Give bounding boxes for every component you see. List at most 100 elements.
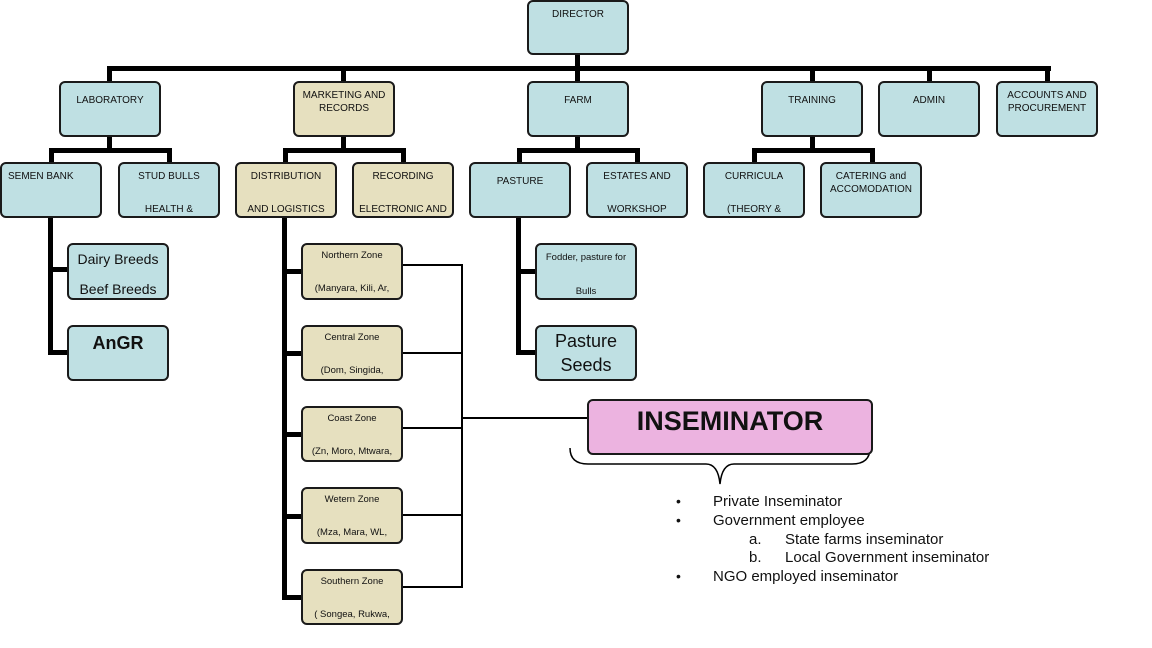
fodder-sublabel: Bulls: [575, 286, 597, 297]
admin-label: ADMIN: [912, 95, 946, 106]
northern-link: [402, 264, 463, 266]
zone-southern-box: Southern Zone ( Songea, Rukwa,: [301, 569, 403, 625]
marketing-drop: [341, 66, 346, 83]
seeds-branch: [516, 350, 537, 355]
estates-sublabel: WORKSHOP: [607, 204, 667, 215]
farm-box: FARM: [527, 81, 629, 137]
zone-name: Coast Zone: [327, 413, 377, 424]
recording-label: RECORDING: [372, 171, 434, 182]
angr-box: AnGR: [67, 325, 169, 381]
inseminator-brace: [569, 447, 871, 485]
training-unit-bus: [752, 148, 875, 153]
southern-branch: [282, 595, 303, 600]
training-drop: [810, 66, 815, 83]
fodder-branch: [516, 269, 537, 274]
laboratory-label: LABORATORY: [76, 95, 144, 106]
pasture-seeds-label: Pasture: [554, 331, 618, 351]
catering-drop: [870, 148, 875, 164]
distribution-stem: [282, 216, 287, 599]
semen-bank-drop: [49, 148, 54, 164]
marketing-unit-bus: [283, 148, 406, 153]
marketing-label: MARKETING AND RECORDS: [302, 90, 386, 114]
zone-name: Southern Zone: [320, 576, 384, 587]
recording-box: RECORDING ELECTRONIC AND: [352, 162, 454, 218]
director-box: DIRECTOR: [527, 0, 629, 55]
zone-regions: (Dom, Singida,: [320, 365, 384, 376]
central-branch: [282, 351, 303, 356]
western-link: [402, 514, 463, 516]
beef-breeds-label: Beef Breeds: [79, 281, 157, 297]
curricula-drop: [752, 148, 757, 164]
zone-northern-box: Northern Zone (Manyara, Kili, Ar,: [301, 243, 403, 300]
pasture-box: PASTURE: [469, 162, 571, 218]
inseminator-box: INSEMINATOR: [587, 399, 873, 455]
distribution-sublabel: AND LOGISTICS: [247, 204, 325, 215]
dairy-branch: [48, 267, 69, 272]
pasture-seeds-sublabel: Seeds: [560, 355, 612, 375]
angr-label: AnGR: [92, 333, 144, 353]
director-connector: [575, 53, 580, 69]
zone-western-box: Wetern Zone (Mza, Mara, WL,: [301, 487, 403, 544]
catering-label: CATERING and ACCOMODATION: [829, 171, 913, 195]
recording-sublabel: ELECTRONIC AND: [359, 204, 447, 215]
semen-bank-stem: [48, 216, 53, 354]
zone-coast-box: Coast Zone (Zn, Moro, Mtwara,: [301, 406, 403, 462]
estates-label: ESTATES AND: [603, 171, 671, 182]
accounts-label: ACCOUNTS AND PROCUREMENT: [1007, 90, 1087, 114]
western-branch: [282, 514, 303, 519]
distribution-drop: [283, 148, 288, 164]
laboratory-box: LABORATORY: [59, 81, 161, 137]
recording-drop: [401, 148, 406, 164]
training-box: TRAINING: [761, 81, 863, 137]
curricula-sublabel: (THEORY &: [726, 204, 782, 215]
admin-drop: [927, 66, 932, 83]
semen-bank-box: SEMEN BANK: [0, 162, 102, 218]
curricula-box: CURRICULA (THEORY &: [703, 162, 805, 218]
curricula-label: CURRICULA: [724, 171, 784, 182]
training-unit-connector: [810, 135, 815, 152]
stud-bulls-label: STUD BULLS: [138, 171, 200, 182]
pasture-drop: [517, 148, 522, 164]
farm-label: FARM: [564, 95, 592, 106]
semen-bank-label: SEMEN BANK: [8, 171, 74, 182]
angr-branch: [48, 350, 69, 355]
farm-drop: [575, 66, 580, 83]
stud-bulls-sublabel: HEALTH &: [144, 204, 194, 215]
dairy-breeds-label: Dairy Breeds: [77, 251, 159, 267]
fodder-box: Fodder, pasture for Bulls: [535, 243, 637, 300]
lab-drop: [107, 66, 112, 83]
estates-box: ESTATES AND WORKSHOP: [586, 162, 688, 218]
bullet-icon: •: [676, 493, 681, 509]
pasture-stem: [516, 216, 521, 354]
coast-branch: [282, 432, 303, 437]
dairy-breeds-box: Dairy Breeds Beef Breeds: [67, 243, 169, 300]
training-label: TRAINING: [788, 95, 836, 106]
zone-regions: (Mza, Mara, WL,: [316, 527, 388, 538]
zone-regions: (Manyara, Kili, Ar,: [314, 283, 390, 294]
sub-marker: b.: [749, 549, 762, 566]
zone-name: Central Zone: [324, 332, 380, 343]
sub-marker: a.: [749, 531, 762, 548]
lab-unit-bus: [49, 148, 172, 153]
zone-central-box: Central Zone (Dom, Singida,: [301, 325, 403, 381]
farm-unit-bus: [517, 148, 640, 153]
farm-unit-connector: [575, 135, 580, 152]
marketing-unit-connector: [341, 135, 346, 152]
pasture-label: PASTURE: [496, 176, 544, 187]
director-label: DIRECTOR: [551, 9, 605, 20]
admin-box: ADMIN: [878, 81, 980, 137]
zone-collector: [461, 264, 463, 588]
accounts-drop: [1045, 66, 1050, 83]
bullet-icon: •: [676, 568, 681, 584]
stud-bulls-box: STUD BULLS HEALTH &: [118, 162, 220, 218]
distribution-box: DISTRIBUTION AND LOGISTICS: [235, 162, 337, 218]
accounts-box: ACCOUNTS AND PROCUREMENT: [996, 81, 1098, 137]
zone-name: Northern Zone: [321, 250, 383, 261]
zone-name: Wetern Zone: [324, 494, 380, 505]
zone-regions: (Zn, Moro, Mtwara,: [311, 446, 393, 457]
central-link: [402, 352, 463, 354]
zone-regions: ( Songea, Rukwa,: [314, 609, 390, 620]
coast-link: [402, 427, 463, 429]
marketing-box: MARKETING AND RECORDS: [293, 81, 395, 137]
distribution-label: DISTRIBUTION: [250, 171, 322, 182]
